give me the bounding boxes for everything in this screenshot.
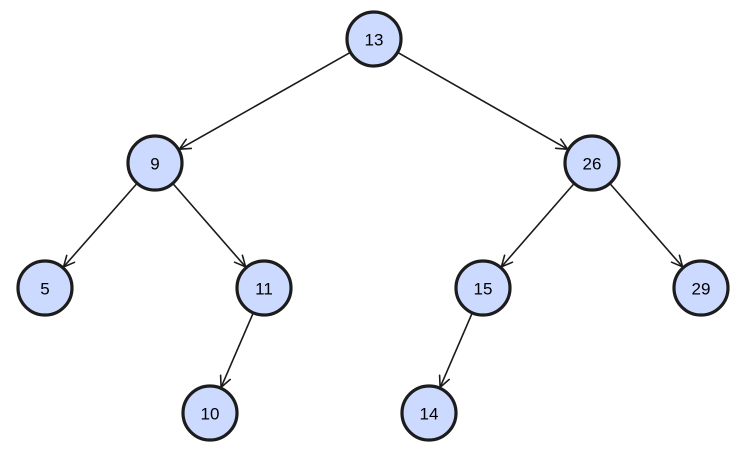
node-circle: [235, 259, 293, 317]
edge-line: [220, 312, 255, 388]
node-circle: [126, 134, 184, 192]
node-circle: [181, 384, 239, 442]
edge-line: [439, 312, 474, 388]
node-circle: [672, 259, 730, 317]
edge-line: [62, 182, 138, 268]
node-label: 9: [150, 155, 159, 174]
tree-node-15: 15: [454, 259, 512, 317]
edge-n13-n26: [397, 51, 570, 151]
node-label: 29: [692, 280, 711, 299]
node-label: 5: [40, 280, 49, 299]
tree-node-11: 11: [235, 259, 293, 317]
edge-n9-n11: [172, 182, 247, 269]
edges-layer: [62, 51, 684, 389]
edge-n11-n10: [219, 312, 255, 389]
tree-node-14: 14: [400, 384, 458, 442]
node-label: 13: [365, 31, 384, 50]
edge-n15-n14: [438, 312, 474, 389]
edge-line: [609, 182, 684, 268]
tree-node-29: 29: [672, 259, 730, 317]
node-label: 10: [201, 405, 220, 424]
node-circle: [16, 259, 74, 317]
tree-node-13: 13: [345, 10, 403, 68]
edge-n9-n5: [62, 182, 138, 269]
node-circle: [345, 10, 403, 68]
edge-line: [178, 51, 351, 150]
edge-line: [172, 182, 247, 268]
node-label: 11: [255, 280, 273, 299]
tree-node-5: 5: [16, 259, 74, 317]
edge-n13-n9: [177, 51, 351, 151]
node-label: 15: [474, 280, 493, 299]
node-circle: [454, 259, 512, 317]
edge-n26-n15: [500, 182, 575, 269]
node-label: 14: [420, 405, 439, 424]
node-circle: [563, 134, 621, 192]
tree-node-26: 26: [563, 134, 621, 192]
tree-node-9: 9: [126, 134, 184, 192]
edge-line: [500, 182, 575, 268]
nodes-layer: 13 9 26 5 11 15 29 10 14: [16, 10, 730, 442]
edge-line: [397, 51, 569, 150]
tree-node-10: 10: [181, 384, 239, 442]
node-label: 26: [583, 155, 602, 174]
node-circle: [400, 384, 458, 442]
edge-n26-n29: [609, 182, 684, 269]
